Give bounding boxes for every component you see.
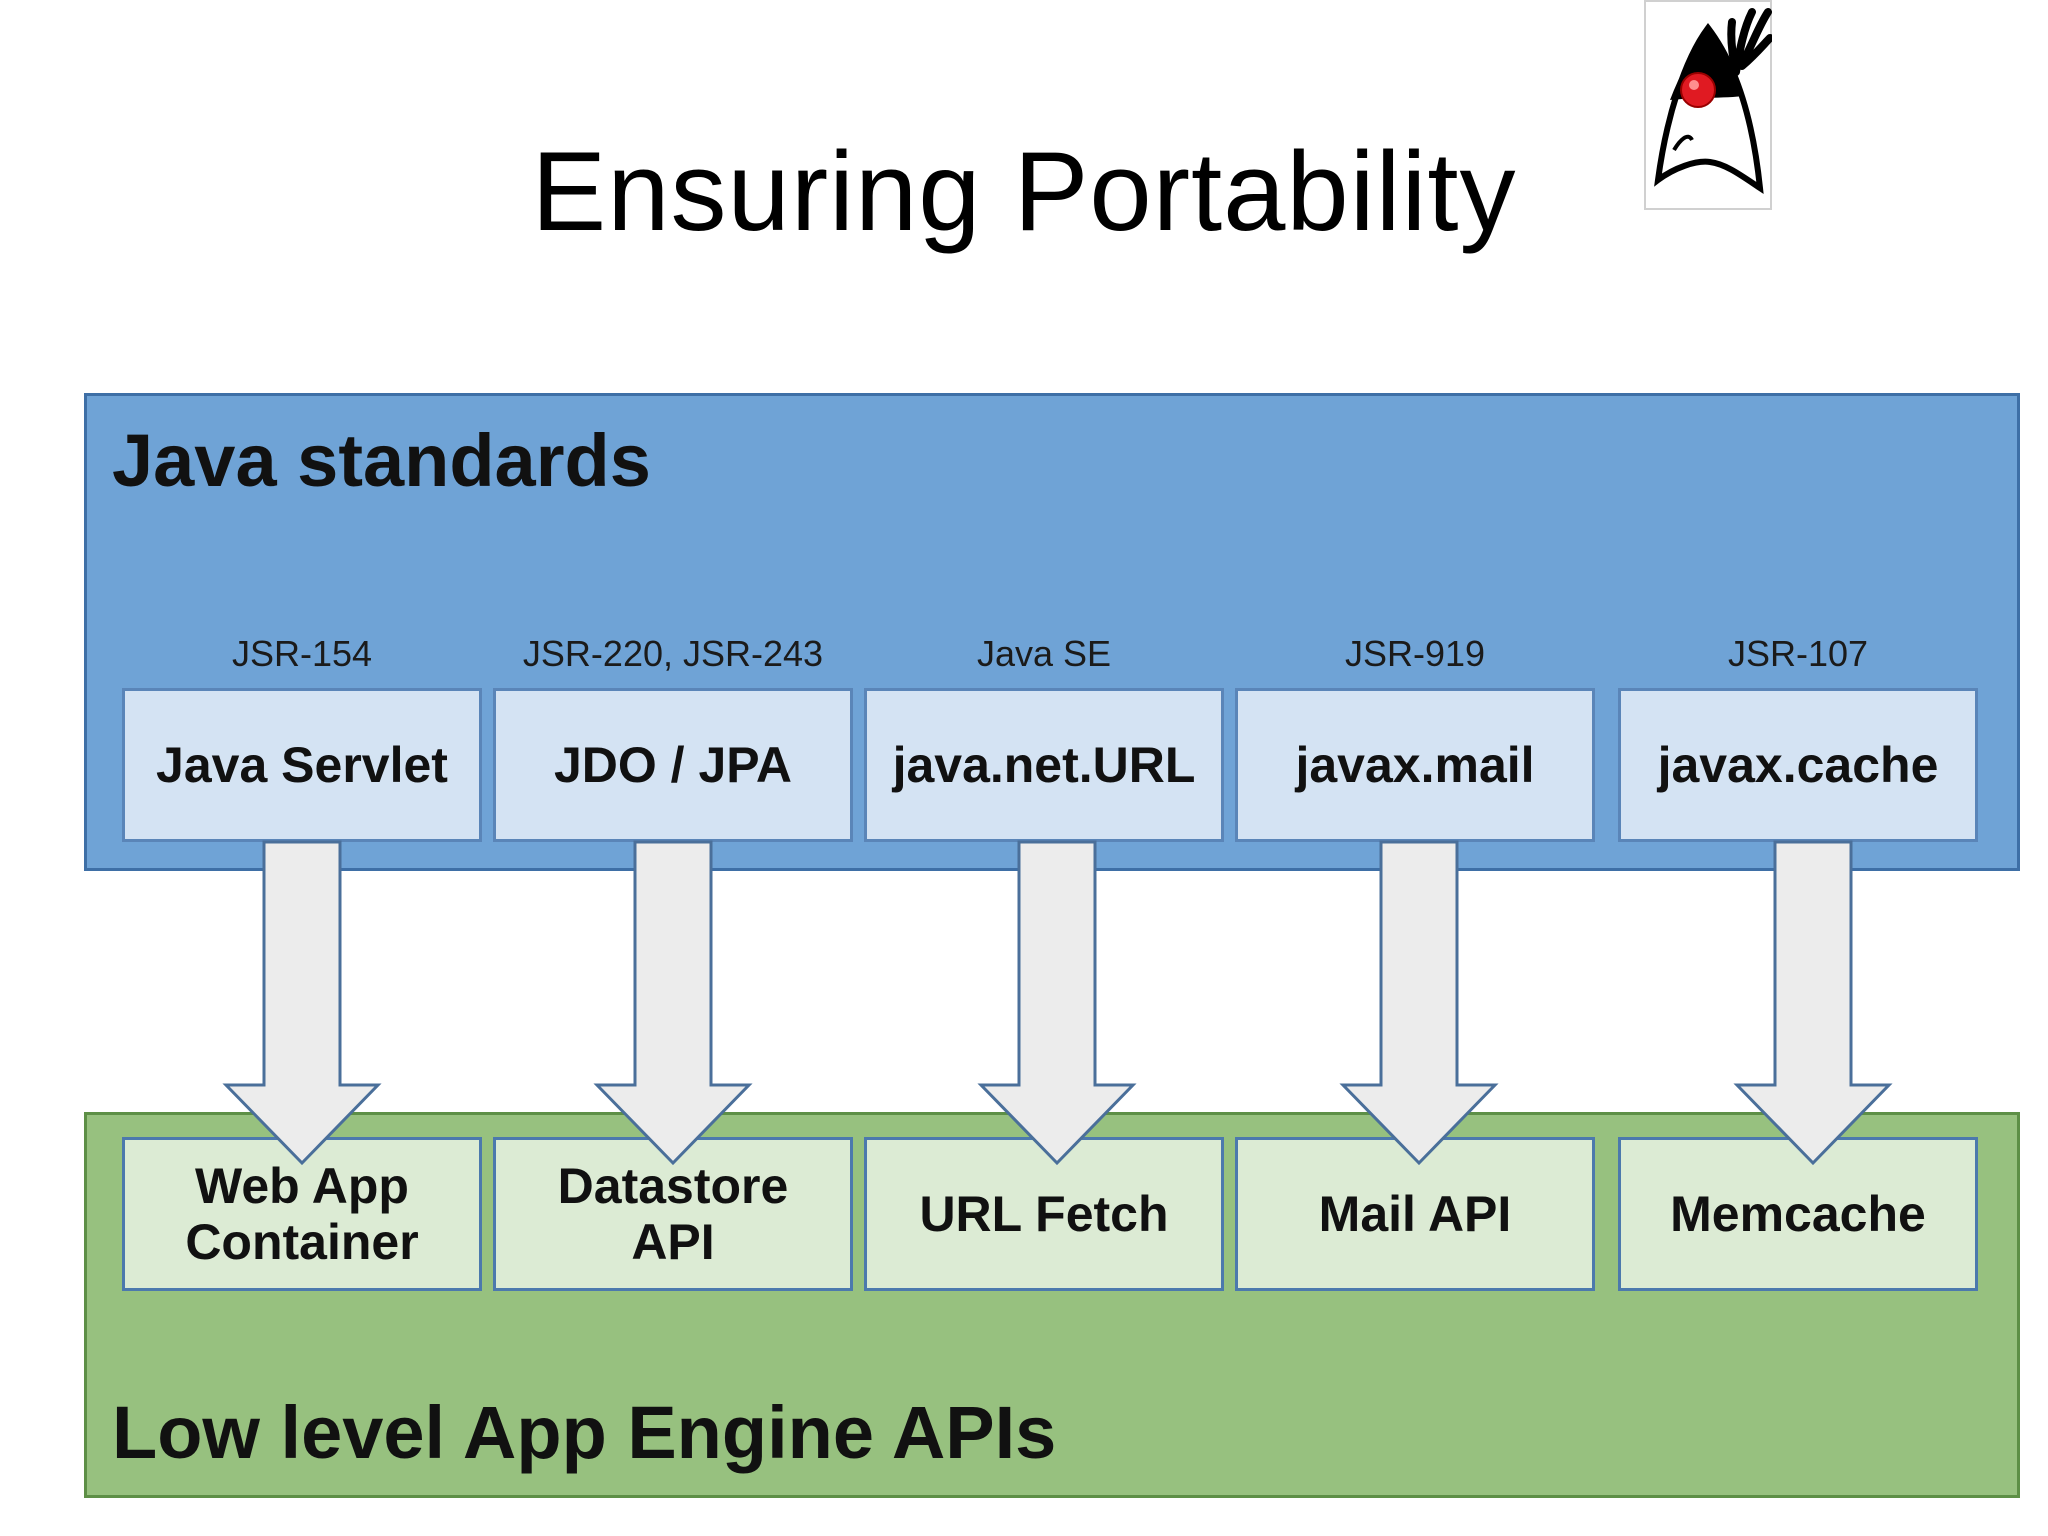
java-duke-logo: [1644, 0, 1772, 210]
datastore-api-box: Datastore API: [493, 1137, 853, 1291]
url-fetch-box: URL Fetch: [864, 1137, 1224, 1291]
spec-label-cache: JSR-107: [1727, 633, 1869, 674]
mail-api-box: Mail API: [1235, 1137, 1595, 1291]
web-app-container-box: Web App Container: [122, 1137, 482, 1291]
jdo-jpa-box: JDO / JPA: [493, 688, 853, 842]
spec-label-jdo-jpa: JSR-220, JSR-243: [522, 633, 824, 674]
javax-mail-box: javax.mail: [1235, 688, 1595, 842]
memcache-box: Memcache: [1618, 1137, 1978, 1291]
app-engine-apis-heading: Low level App Engine APIs: [112, 1391, 1057, 1474]
spec-label-url: Java SE: [976, 633, 1112, 674]
javax-cache-box: javax.cache: [1618, 688, 1978, 842]
java-servlet-box: Java Servlet: [122, 688, 482, 842]
spec-label-servlet: JSR-154: [231, 633, 373, 674]
spec-label-mail: JSR-919: [1344, 633, 1486, 674]
java-net-url-box: java.net.URL: [864, 688, 1224, 842]
slide-title: Ensuring Portability: [531, 129, 1517, 254]
java-standards-heading: Java standards: [112, 419, 651, 502]
